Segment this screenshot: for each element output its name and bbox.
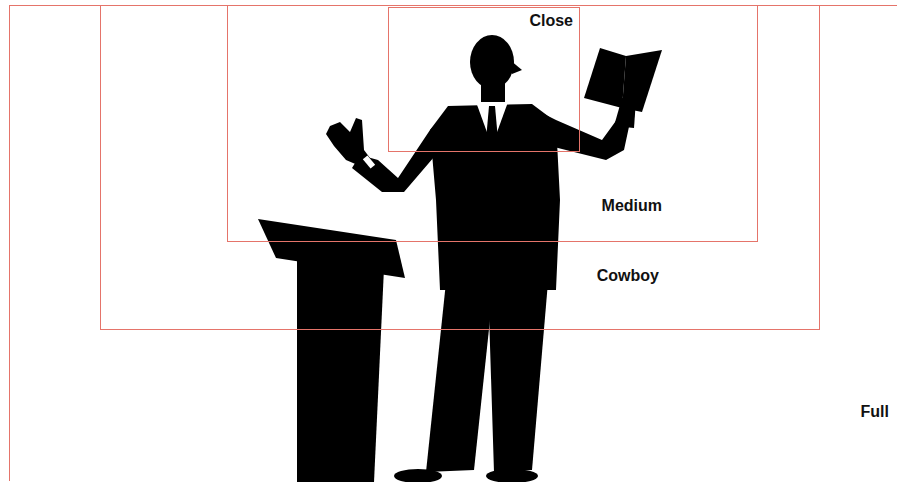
shirt-cuff	[363, 155, 375, 168]
shot-label: Medium	[602, 197, 662, 215]
left-shoe	[394, 469, 442, 482]
left-leg	[426, 282, 494, 472]
right-shoe	[486, 469, 538, 482]
shot-label: Cowboy	[597, 267, 659, 285]
podium-column	[297, 258, 384, 482]
shot-label: Close	[529, 12, 573, 142]
right-leg	[488, 282, 548, 472]
jacket	[430, 104, 560, 290]
book-right-page	[622, 50, 662, 112]
full-shot-frame: CloseMediumCowboyFull	[9, 5, 897, 481]
cowboy-shot-frame: CloseMediumCowboy	[100, 5, 820, 330]
left-arm	[352, 110, 448, 192]
medium-shot-frame: CloseMedium	[227, 5, 758, 242]
close-shot-frame: Close	[388, 7, 580, 152]
head	[470, 35, 514, 89]
shot-label: Full	[861, 403, 889, 421]
nose	[510, 60, 522, 74]
tie	[486, 106, 498, 150]
left-hand	[326, 118, 370, 166]
book-left-page	[584, 48, 626, 108]
